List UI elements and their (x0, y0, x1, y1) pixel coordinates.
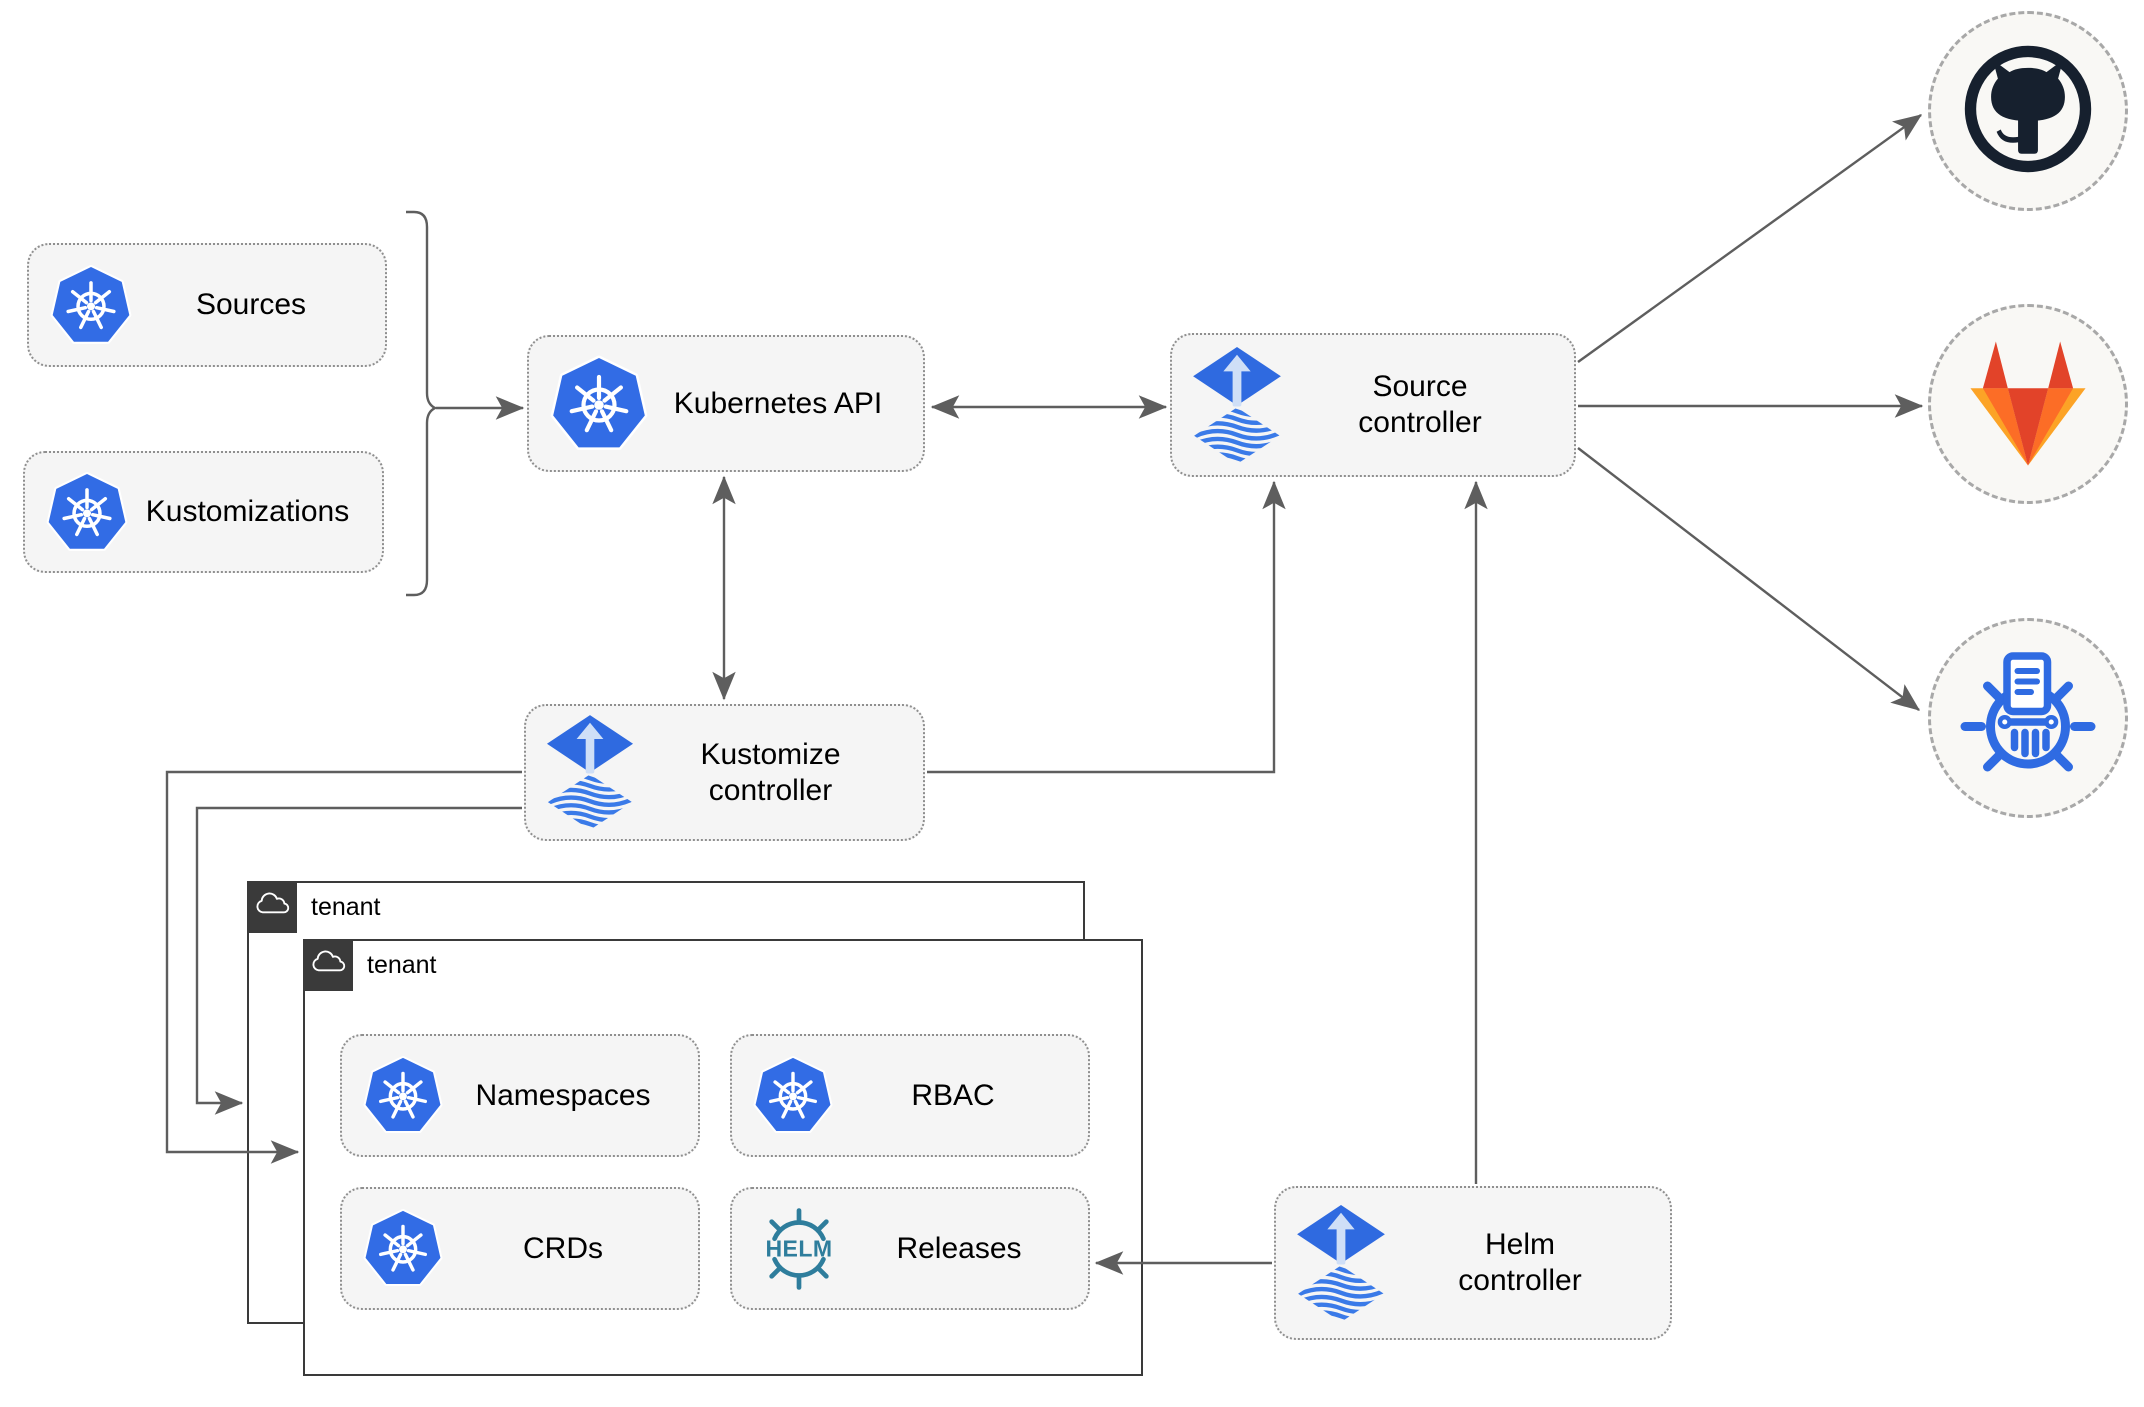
kubernetes-icon (45, 469, 129, 556)
cloud-icon (310, 950, 346, 980)
node-label: Kubernetes API (673, 386, 883, 420)
node-label: Kustomizations (145, 495, 350, 528)
node-namespaces: Namespaces (340, 1034, 700, 1157)
helm-wordmark: HELM (765, 1235, 832, 1261)
chartmuseum-icon (1953, 641, 2103, 796)
kubernetes-icon (362, 1053, 444, 1138)
node-label: CRDs (523, 1231, 603, 1265)
github-icon (1957, 38, 2099, 185)
node-sources: Sources (27, 243, 387, 367)
node-kustomizations: Kustomizations (23, 451, 384, 573)
node-label: Source controller (1358, 370, 1482, 439)
brace-sources-group (406, 210, 438, 597)
node-label: RBAC (911, 1078, 995, 1112)
edge-kustomize-to-sourcecontroller (927, 480, 1286, 774)
node-chartmuseum (1928, 618, 2128, 818)
edge-source-to-github (1577, 114, 1923, 363)
kubernetes-icon (362, 1206, 444, 1291)
node-github (1928, 11, 2128, 211)
node-label: Sources (195, 288, 307, 321)
helm-icon: HELM (752, 1207, 846, 1290)
cloud-icon (254, 892, 290, 922)
node-source-controller: Source controller (1170, 333, 1576, 477)
tenant-container-front: tenant (303, 939, 1143, 1376)
node-label: Helm controller (1458, 1228, 1582, 1297)
tenant-tab (303, 939, 353, 991)
tenant-tab (247, 881, 297, 933)
node-label: Releases (896, 1231, 1022, 1265)
node-crds: CRDs (340, 1187, 700, 1310)
flux-icon (1296, 1204, 1386, 1323)
flux-icon (1192, 346, 1282, 465)
kubernetes-icon (752, 1053, 834, 1138)
gitlab-icon (1955, 333, 2101, 476)
kubernetes-icon (549, 352, 649, 456)
edge-source-to-chartmuseum (1577, 447, 1921, 711)
flux-icon (546, 714, 634, 831)
tenant-label: tenant (367, 950, 437, 979)
node-label: Namespaces (475, 1078, 651, 1112)
tenant-label: tenant (311, 892, 381, 921)
node-helm-controller: Helm controller (1274, 1186, 1672, 1340)
node-label: Kustomize controller (700, 737, 841, 807)
node-gitlab (1928, 304, 2128, 504)
kubernetes-icon (49, 262, 133, 349)
node-releases: HELM Releases (730, 1187, 1090, 1310)
node-kubernetes-api: Kubernetes API (527, 335, 925, 472)
node-rbac: RBAC (730, 1034, 1090, 1157)
node-kustomize-controller: Kustomize controller (524, 704, 925, 841)
